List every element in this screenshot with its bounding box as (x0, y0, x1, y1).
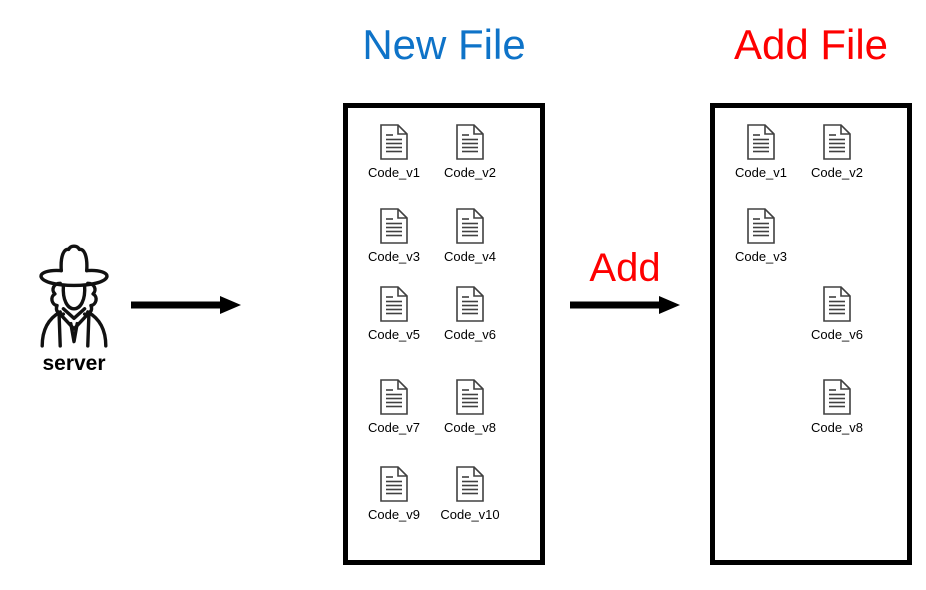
file-item: Code_v7 (358, 378, 430, 435)
document-icon (455, 465, 485, 503)
file-label: Code_v6 (443, 327, 497, 342)
add-file-title: Add File (733, 21, 889, 68)
document-icon (455, 285, 485, 323)
new-file-box: Code_v1 Code_v2 Code_v3 Code_v4 Code_v5 … (343, 103, 545, 565)
file-label: Code_v3 (734, 249, 788, 264)
file-label: Code_v4 (443, 249, 497, 264)
document-icon (379, 378, 409, 416)
file-item: Code_v9 (358, 465, 430, 522)
arrow-server-to-new-file (131, 296, 241, 314)
cowboy-person-icon (39, 244, 109, 348)
file-label: Code_v10 (440, 507, 500, 522)
file-item: Code_v6 (801, 285, 873, 342)
document-icon (379, 123, 409, 161)
file-item: Code_v1 (725, 123, 797, 180)
file-label: Code_v1 (734, 165, 788, 180)
file-label: Code_v8 (810, 420, 864, 435)
document-icon (822, 378, 852, 416)
server-label: server (42, 352, 106, 375)
file-label: Code_v2 (810, 165, 864, 180)
file-item: Code_v8 (434, 378, 506, 435)
document-icon (746, 123, 776, 161)
file-item: Code_v1 (358, 123, 430, 180)
file-label: Code_v3 (367, 249, 421, 264)
document-icon (379, 285, 409, 323)
file-label: Code_v2 (443, 165, 497, 180)
add-action-label: Add (589, 246, 661, 290)
file-item: Code_v8 (801, 378, 873, 435)
document-icon (455, 378, 485, 416)
document-icon (379, 465, 409, 503)
file-item: Code_v4 (434, 207, 506, 264)
document-icon (455, 207, 485, 245)
file-item: Code_v2 (434, 123, 506, 180)
file-item: Code_v3 (358, 207, 430, 264)
document-icon (379, 207, 409, 245)
file-item: Code_v10 (434, 465, 506, 522)
file-item: Code_v3 (725, 207, 797, 264)
file-item: Code_v2 (801, 123, 873, 180)
document-icon (455, 123, 485, 161)
file-label: Code_v1 (367, 165, 421, 180)
file-label: Code_v8 (443, 420, 497, 435)
file-label: Code_v9 (367, 507, 421, 522)
add-file-box: Code_v1 Code_v2 Code_v3 Code_v6 Code_v8 (710, 103, 912, 565)
file-item: Code_v5 (358, 285, 430, 342)
file-item: Code_v6 (434, 285, 506, 342)
file-label: Code_v7 (367, 420, 421, 435)
file-label: Code_v5 (367, 327, 421, 342)
document-icon (822, 285, 852, 323)
file-label: Code_v6 (810, 327, 864, 342)
document-icon (822, 123, 852, 161)
new-file-title: New File (362, 21, 526, 68)
document-icon (746, 207, 776, 245)
arrow-new-file-to-add-file (570, 296, 680, 314)
